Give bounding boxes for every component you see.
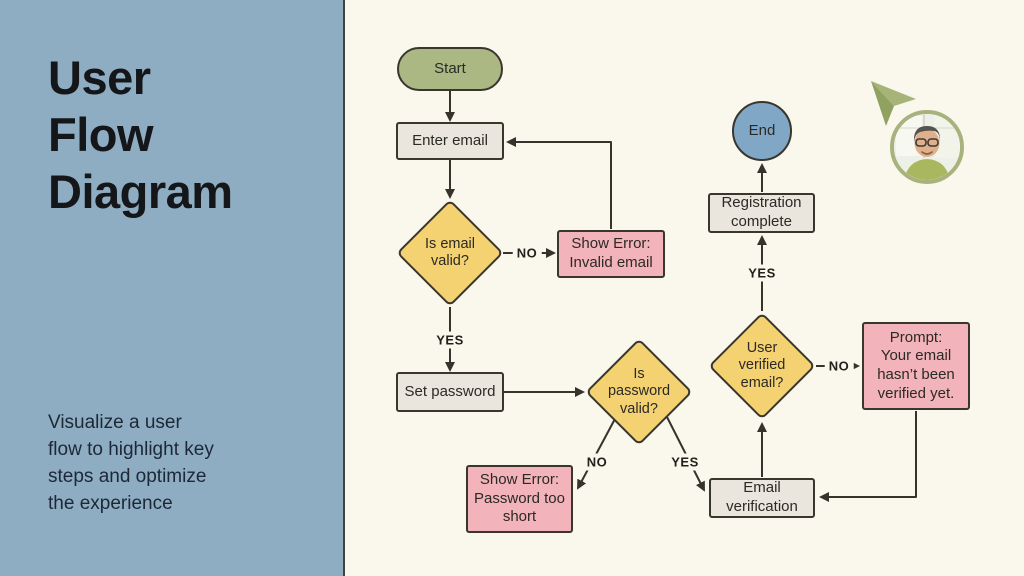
cursor-icon	[871, 81, 916, 126]
edge-label-password-valid-yes: YES	[667, 453, 703, 471]
edge-label-user-verified-yes: YES	[744, 264, 780, 282]
node-start-label: Start	[434, 59, 466, 77]
sidebar: User Flow Diagram Visualize a user flow …	[0, 0, 343, 576]
node-user-verified-email-label: User verified email?	[738, 339, 786, 391]
node-error-invalid-email: Show Error: Invalid email	[557, 230, 665, 278]
page-title: User Flow Diagram	[48, 51, 233, 218]
node-enter-email: Enter email	[396, 122, 504, 160]
node-set-password-label: Set password	[404, 382, 496, 400]
page-description: Visualize a user flow to highlight key s…	[48, 412, 214, 514]
node-error-password-short: Show Error: Password too short	[466, 465, 573, 533]
node-is-password-valid: Is password valid?	[585, 338, 693, 446]
edge-label-user-verified-no: NO	[824, 357, 854, 375]
node-end: End	[732, 101, 792, 161]
edge-label-password-valid-no: NO	[582, 453, 612, 471]
edge-label-email-valid-no: NO	[512, 244, 542, 262]
node-set-password: Set password	[396, 372, 504, 412]
edge-label-email-valid-yes: YES	[432, 331, 468, 349]
node-end-label: End	[748, 121, 776, 139]
presenter-avatar	[890, 110, 964, 184]
node-registration-complete: Registration complete	[708, 193, 815, 233]
node-is-email-valid-label: Is email valid?	[425, 235, 475, 269]
node-error-password-short-label: Show Error: Password too short	[474, 470, 565, 526]
node-prompt-not-verified-label: Prompt: Your email hasn’t been verified …	[877, 328, 955, 402]
node-is-email-valid: Is email valid?	[396, 199, 504, 307]
node-is-password-valid-label: Is password valid?	[607, 365, 671, 417]
node-user-verified-email: User verified email?	[708, 312, 816, 420]
node-email-verification: Email verification	[709, 478, 815, 518]
presenter-photo	[894, 114, 960, 180]
node-email-verification-label: Email verification	[726, 479, 798, 515]
node-start: Start	[397, 47, 503, 91]
node-registration-complete-label: Registration complete	[721, 194, 802, 230]
sidebar-divider	[343, 0, 345, 576]
node-enter-email-label: Enter email	[412, 131, 488, 149]
node-error-invalid-email-label: Show Error: Invalid email	[569, 235, 653, 271]
node-prompt-not-verified: Prompt: Your email hasn’t been verified …	[862, 322, 970, 410]
